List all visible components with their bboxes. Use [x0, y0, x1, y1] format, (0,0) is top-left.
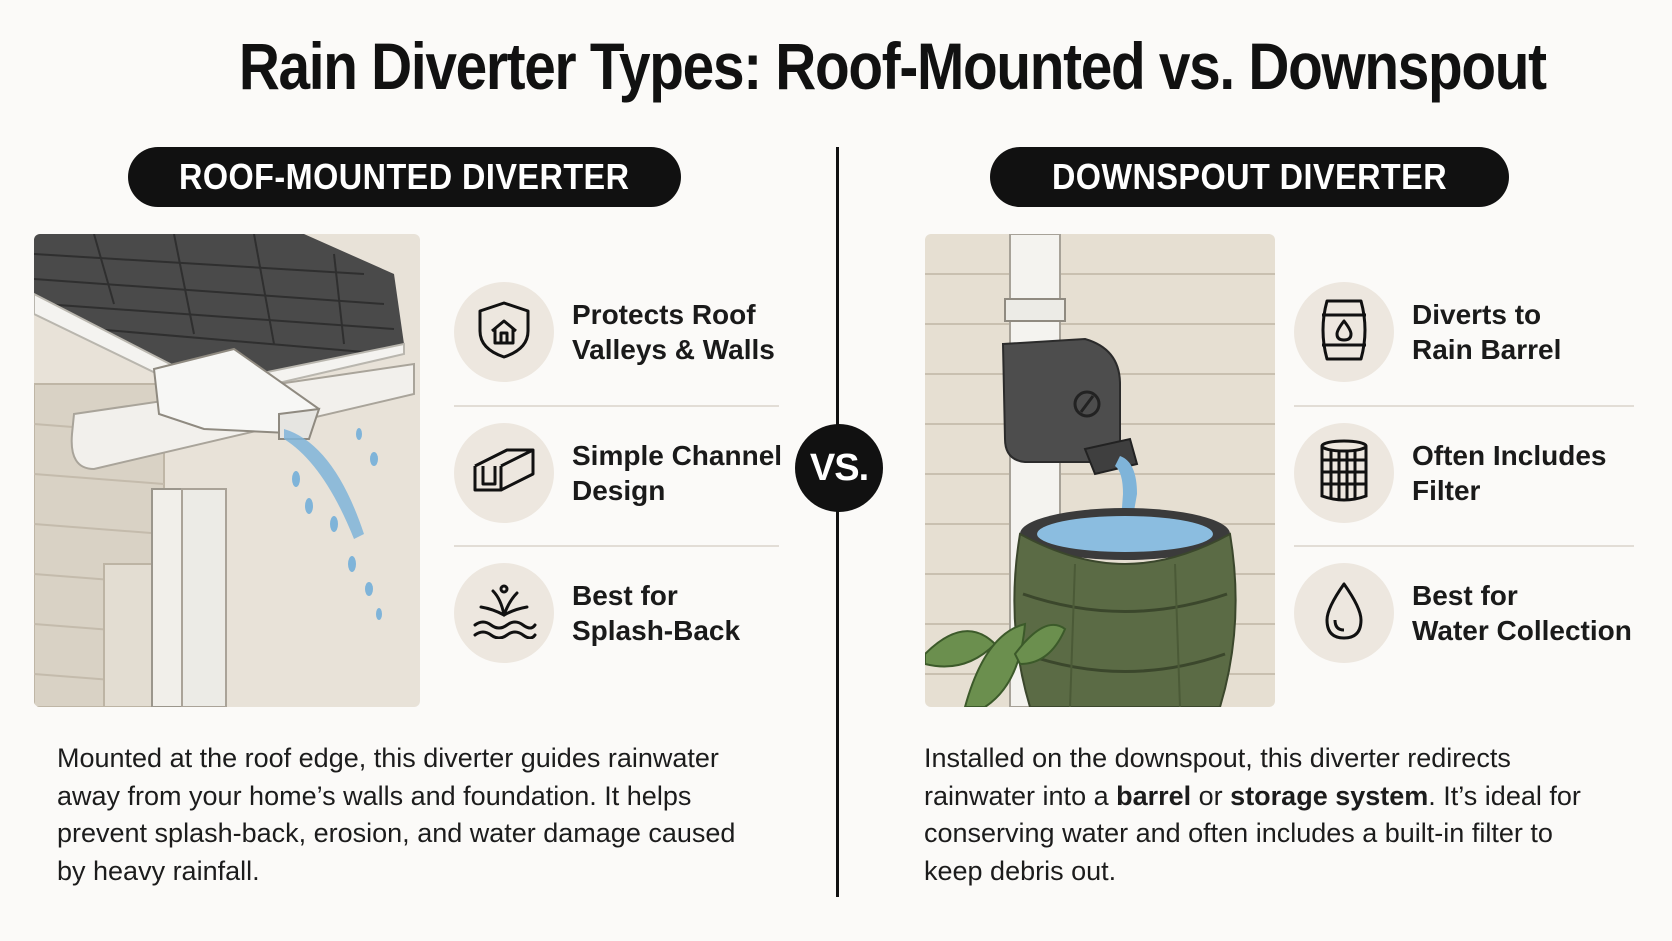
feature-label: Often Includes Filter	[1412, 440, 1607, 506]
roof-mounted-description: Mounted at the roof edge, this diverter …	[57, 743, 736, 886]
feature-simple-channel: Simple Channel Design	[454, 423, 782, 523]
feature-label: Best for Splash-Back	[572, 580, 741, 646]
feature-splash-back: Best for Splash-Back	[454, 563, 740, 663]
roof-mounted-illustration	[34, 234, 420, 707]
desc-bold-barrel: barrel	[1116, 780, 1192, 811]
desc-bold-storage: storage system	[1230, 780, 1429, 811]
icon-circle	[1294, 563, 1394, 663]
feature-label: Simple Channel Design	[572, 440, 783, 506]
icon-circle	[454, 563, 554, 663]
separator	[454, 405, 779, 407]
icon-circle	[454, 282, 554, 382]
filter-icon	[1317, 438, 1371, 509]
water-drop-icon	[1321, 580, 1367, 647]
desc-text: or	[1191, 780, 1231, 811]
downspout-illustration	[925, 234, 1275, 707]
desc-text: . It’s ideal for conserving water and of…	[924, 780, 1581, 886]
feature-water-collection: Best for Water Collection	[1294, 563, 1632, 663]
desc-text: Installed on the downspout, this diverte…	[924, 743, 1511, 811]
feature-includes-filter: Often Includes Filter	[1294, 423, 1606, 523]
icon-circle	[454, 423, 554, 523]
feature-label: Best for Water Collection	[1412, 580, 1632, 646]
feature-diverts-to-barrel: Diverts to Rain Barrel	[1294, 282, 1561, 382]
icon-circle	[1294, 423, 1394, 523]
downspout-description: Installed on the downspout, this diverte…	[924, 740, 1604, 890]
splash-icon	[471, 583, 537, 644]
separator	[1294, 405, 1634, 407]
house-shield-icon	[474, 299, 534, 366]
separator	[454, 545, 779, 547]
vs-badge: VS.	[795, 424, 883, 512]
roof-mounted-heading: ROOF-MOUNTED DIVERTER	[128, 147, 681, 207]
separator	[1294, 545, 1634, 547]
icon-circle	[1294, 282, 1394, 382]
downspout-heading: DOWNSPOUT DIVERTER	[990, 147, 1509, 207]
roof-mounted-heading-label: ROOF-MOUNTED DIVERTER	[179, 156, 630, 197]
feature-label: Diverts to Rain Barrel	[1412, 299, 1562, 365]
channel-icon	[471, 446, 537, 501]
page-title: Rain Diverter Types: Roof-Mounted vs. Do…	[238, 29, 1547, 103]
feature-protects-roof: Protects Roof Valleys & Walls	[454, 282, 775, 382]
center-divider	[836, 147, 839, 897]
barrel-icon	[1319, 297, 1369, 368]
feature-label: Protects Roof Valleys & Walls	[572, 299, 775, 365]
downspout-heading-label: DOWNSPOUT DIVERTER	[1051, 156, 1448, 197]
